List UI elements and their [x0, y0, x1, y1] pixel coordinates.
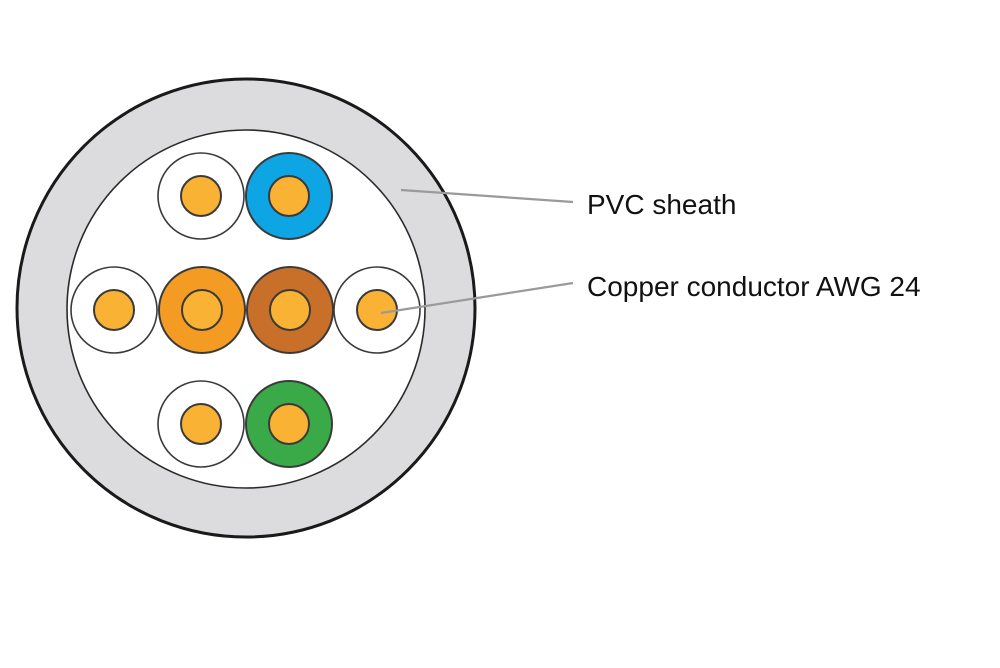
- copper-conductor: [180, 403, 222, 445]
- pvc-sheath-label: PVC sheath: [587, 189, 736, 220]
- wire-orange: [158, 266, 246, 354]
- wire-white-brown: [333, 266, 421, 354]
- copper-conductor: [269, 289, 311, 331]
- copper-conductor: [268, 403, 310, 445]
- wire-white-blue: [157, 152, 245, 240]
- copper-conductor: [356, 289, 398, 331]
- copper-conductor: [93, 289, 135, 331]
- wire-white-orange: [70, 266, 158, 354]
- copper-conductor: [181, 289, 223, 331]
- copper-conductor: [180, 175, 222, 217]
- wire-pairs: [70, 152, 421, 468]
- copper-conductor-leader-line: [380, 281, 574, 315]
- wire-brown: [246, 266, 334, 354]
- wire-white-green: [157, 380, 245, 468]
- wire-blue: [245, 152, 333, 240]
- wire-green: [245, 380, 333, 468]
- copper-conductor: [268, 175, 310, 217]
- copper-conductor-label: Copper conductor AWG 24: [587, 271, 921, 302]
- pvc-sheath-leader-line: [400, 188, 574, 204]
- inner-core-area: [66, 129, 426, 489]
